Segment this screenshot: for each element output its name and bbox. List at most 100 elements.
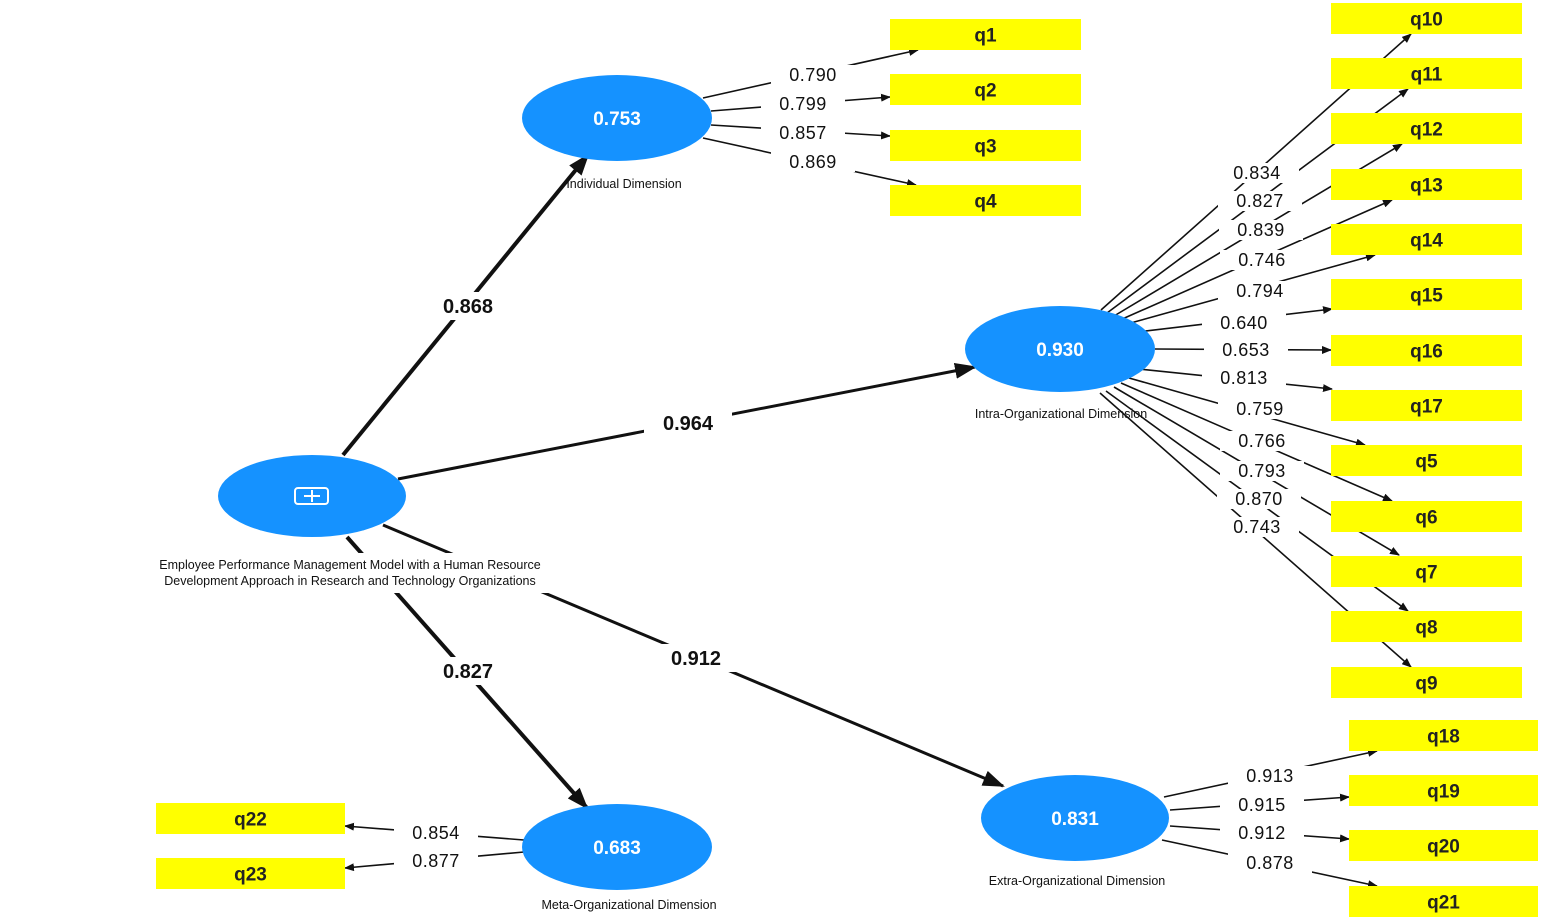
loading-label-bg-q5	[1218, 399, 1302, 419]
indicator-box-q12[interactable]	[1331, 113, 1522, 144]
loading-label-bg-q1	[771, 65, 855, 85]
individual-r2-value: 0.753	[593, 109, 641, 130]
indicator-q17[interactable]: q17	[1331, 390, 1522, 421]
indicator-box-q9[interactable]	[1331, 667, 1522, 698]
indicator-q10[interactable]: q10	[1331, 3, 1522, 34]
indicator-box-q7[interactable]	[1331, 556, 1522, 587]
loading-value-q22: 0.854	[412, 823, 460, 843]
indicator-q11[interactable]: q11	[1331, 58, 1522, 89]
indicator-label-q1: q1	[974, 26, 997, 47]
indicator-label-q13: q13	[1410, 176, 1443, 197]
individual-dimension-label: Individual Dimension	[566, 177, 681, 191]
indicator-box-q21[interactable]	[1349, 886, 1538, 917]
meta-dimension-node[interactable]: 0.683	[522, 804, 712, 890]
indicator-q21[interactable]: q21	[1349, 886, 1538, 917]
indicator-box-q14[interactable]	[1331, 224, 1522, 255]
loading-value-q21: 0.878	[1246, 853, 1294, 873]
indicator-q2[interactable]: q2	[890, 74, 1081, 105]
path-coefficient-individual: 0.868	[443, 296, 493, 318]
meta-dimension-label: Meta-Organizational Dimension	[541, 898, 716, 912]
indicator-label-q16: q16	[1410, 342, 1443, 363]
indicator-q18[interactable]: q18	[1349, 720, 1538, 751]
indicator-q22[interactable]: q22	[156, 803, 345, 834]
indicator-box-q3[interactable]	[890, 130, 1081, 161]
extra-dimension-ellipse[interactable]	[981, 775, 1169, 861]
indicator-box-q18[interactable]	[1349, 720, 1538, 751]
indicator-box-q23[interactable]	[156, 858, 345, 889]
indicator-box-q10[interactable]	[1331, 3, 1522, 34]
loading-label-bg-q17	[1202, 368, 1286, 388]
indicator-box-q22[interactable]	[156, 803, 345, 834]
loading-label-bg-q19	[1220, 795, 1304, 815]
indicator-q3[interactable]: q3	[890, 130, 1081, 161]
indicator-box-q16[interactable]	[1331, 335, 1522, 366]
indicator-label-q6: q6	[1415, 508, 1437, 529]
loading-label-bg-q13	[1220, 250, 1304, 270]
indicator-box-q20[interactable]	[1349, 830, 1538, 861]
indicator-box-q5[interactable]	[1331, 445, 1522, 476]
intra-dimension-node[interactable]: 0.930	[965, 306, 1155, 392]
extra-dimension-node[interactable]: 0.831	[981, 775, 1169, 861]
intra-dimension-ellipse[interactable]	[965, 306, 1155, 392]
individual-dimension-ellipse[interactable]	[522, 75, 712, 161]
loading-value-q14: 0.794	[1236, 281, 1284, 301]
loading-label-bg-q4	[771, 152, 855, 172]
indicator-label-q12: q12	[1410, 120, 1443, 141]
indicator-q9[interactable]: q9	[1331, 667, 1522, 698]
indicator-box-q15[interactable]	[1331, 279, 1522, 310]
loading-arrows	[344, 33, 1412, 889]
expand-plus-icon[interactable]	[294, 487, 329, 505]
indicator-label-q19: q19	[1427, 782, 1460, 803]
indicator-label-q11: q11	[1411, 65, 1443, 86]
meta-dimension-ellipse[interactable]	[522, 804, 712, 890]
indicator-q23[interactable]: q23	[156, 858, 345, 889]
loading-value-q8: 0.870	[1235, 489, 1283, 509]
indicator-q15[interactable]: q15	[1331, 279, 1522, 310]
loading-value-q6: 0.766	[1238, 431, 1286, 451]
indicator-q7[interactable]: q7	[1331, 556, 1522, 587]
indicator-q14[interactable]: q14	[1331, 224, 1522, 255]
indicator-box-q4[interactable]	[890, 185, 1081, 216]
structural-paths	[341, 153, 1005, 810]
path-coefficient-intra: 0.964	[663, 413, 714, 435]
loading-label-bg-q6	[1220, 431, 1304, 451]
indicator-box-q6[interactable]	[1331, 501, 1522, 532]
indicator-q6[interactable]: q6	[1331, 501, 1522, 532]
individual-dimension-node[interactable]: 0.753	[522, 75, 712, 161]
indicator-q19[interactable]: q19	[1349, 775, 1538, 806]
loading-value-q4: 0.869	[789, 152, 837, 172]
loading-value-q18: 0.913	[1246, 766, 1294, 786]
loading-label-bg-q22	[394, 823, 478, 843]
indicator-box-q8[interactable]	[1331, 611, 1522, 642]
indicator-label-q5: q5	[1415, 452, 1438, 473]
indicator-box-q17[interactable]	[1331, 390, 1522, 421]
indicator-q4[interactable]: q4	[890, 185, 1081, 216]
indicator-q5[interactable]: q5	[1331, 445, 1522, 476]
indicator-label-q4: q4	[974, 192, 997, 213]
root-construct[interactable]	[218, 455, 406, 537]
indicator-q1[interactable]: q1	[890, 19, 1081, 50]
indicator-label-q10: q10	[1410, 10, 1443, 31]
indicator-q8[interactable]: q8	[1331, 611, 1522, 642]
indicator-box-q19[interactable]	[1349, 775, 1538, 806]
indicator-box-q1[interactable]	[890, 19, 1081, 50]
indicator-q20[interactable]: q20	[1349, 830, 1538, 861]
indicator-label-q18: q18	[1427, 727, 1460, 748]
indicator-box-q13[interactable]	[1331, 169, 1522, 200]
loading-label-bg-q12	[1219, 220, 1303, 240]
loading-value-q19: 0.915	[1238, 795, 1286, 815]
loading-value-q13: 0.746	[1238, 250, 1286, 270]
indicator-box-q2[interactable]	[890, 74, 1081, 105]
indicator-q12[interactable]: q12	[1331, 113, 1522, 144]
loading-value-q20: 0.912	[1238, 823, 1286, 843]
indicator-q13[interactable]: q13	[1331, 169, 1522, 200]
indicator-box-q11[interactable]	[1331, 58, 1522, 89]
loading-value-q17: 0.813	[1220, 368, 1268, 388]
indicator-q16[interactable]: q16	[1331, 335, 1522, 366]
indicator-label-q3: q3	[974, 137, 996, 158]
loading-label-bg-q8	[1217, 489, 1301, 509]
loading-label-bg-q15	[1202, 313, 1286, 333]
loading-label-bg-q9	[1215, 517, 1299, 537]
loading-value-q2: 0.799	[779, 94, 827, 114]
indicator-label-q23: q23	[234, 865, 267, 886]
